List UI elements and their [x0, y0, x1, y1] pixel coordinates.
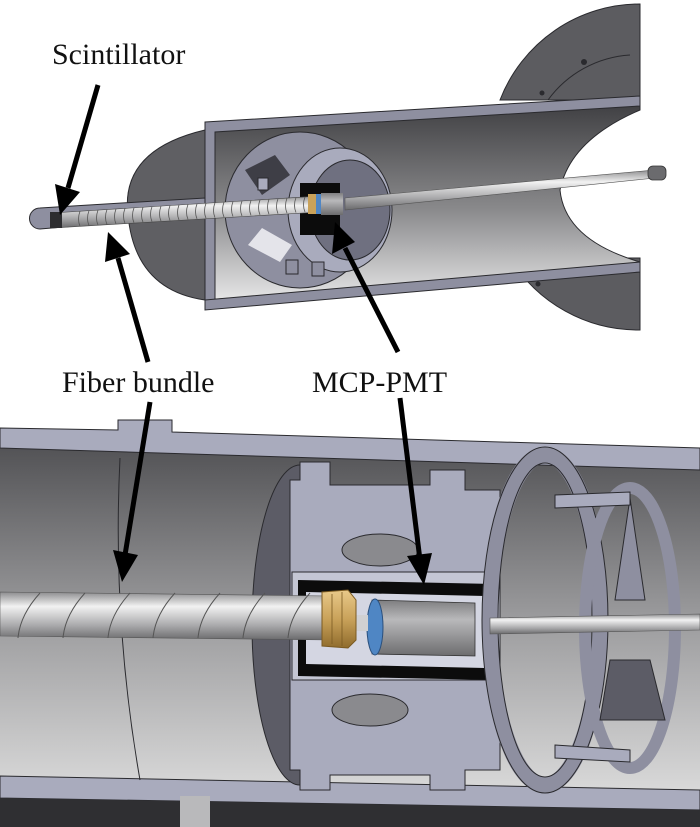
fiber-rib	[287, 592, 311, 639]
fiber-rib	[204, 203, 207, 219]
fiber-rib	[258, 199, 261, 215]
fiber-rib	[62, 592, 86, 639]
fiber-rib	[168, 205, 171, 221]
fiber-rib	[87, 210, 90, 226]
label-scintillator: Scintillator	[52, 38, 186, 71]
fiber-rib	[107, 592, 131, 639]
bottom-view	[0, 419, 700, 827]
fiber-rib	[195, 203, 198, 219]
fiber-rib	[159, 205, 162, 222]
arrow-mcp-pmt-top	[332, 222, 401, 354]
bottom-pmt-window	[366, 598, 384, 656]
fiber-rib	[267, 199, 270, 215]
fiber-rib	[78, 211, 81, 227]
fiber-rib	[222, 201, 225, 218]
fiber-rib	[17, 592, 41, 639]
arrow-mcp-pmt-bottom	[397, 397, 432, 585]
fiber-rib	[249, 200, 252, 216]
fiber-rib	[231, 201, 234, 217]
label-fiber-bundle: Fiber bundle	[62, 366, 215, 399]
fiber-rib	[96, 209, 99, 226]
top-fiber-ribs	[78, 196, 306, 227]
bottom-ferrule	[321, 589, 357, 649]
arrow-scintillator	[55, 84, 101, 215]
fiber-rib	[132, 207, 135, 223]
bottom-housing-wall-bottom	[0, 775, 700, 811]
fiber-rib	[152, 592, 176, 639]
bottom-shaft	[489, 613, 700, 635]
top-view	[29, 3, 667, 331]
top-rod-end-cap	[647, 165, 667, 181]
top-right-flange-upper	[499, 3, 641, 101]
fiber-rib	[123, 208, 126, 224]
fiber-rib	[240, 200, 243, 217]
fiber-rib	[177, 204, 180, 221]
fiber-rib	[141, 207, 144, 223]
arrow-fiber-bundle-top	[105, 232, 151, 363]
bottom-fiber-ribs	[17, 592, 311, 639]
fiber-rib	[105, 209, 108, 225]
fiber-rib	[285, 197, 288, 214]
fiber-rib	[150, 206, 153, 222]
bottom-pmt-body	[371, 599, 476, 657]
label-mcp-pmt: MCP-PMT	[312, 366, 448, 399]
fiber-rib	[276, 198, 279, 214]
fiber-rib	[303, 196, 306, 213]
fiber-rib	[114, 208, 117, 225]
fiber-rib	[213, 202, 216, 218]
top-scintillator	[50, 212, 62, 228]
fiber-rib	[294, 197, 297, 213]
annotation-arrows	[55, 84, 432, 585]
bottom-fiber-bundle	[0, 591, 331, 641]
arrow-fiber-bundle-bottom	[113, 401, 153, 582]
fiber-rib	[186, 204, 189, 220]
fiber-rib	[242, 592, 266, 639]
fiber-rib	[197, 592, 221, 639]
